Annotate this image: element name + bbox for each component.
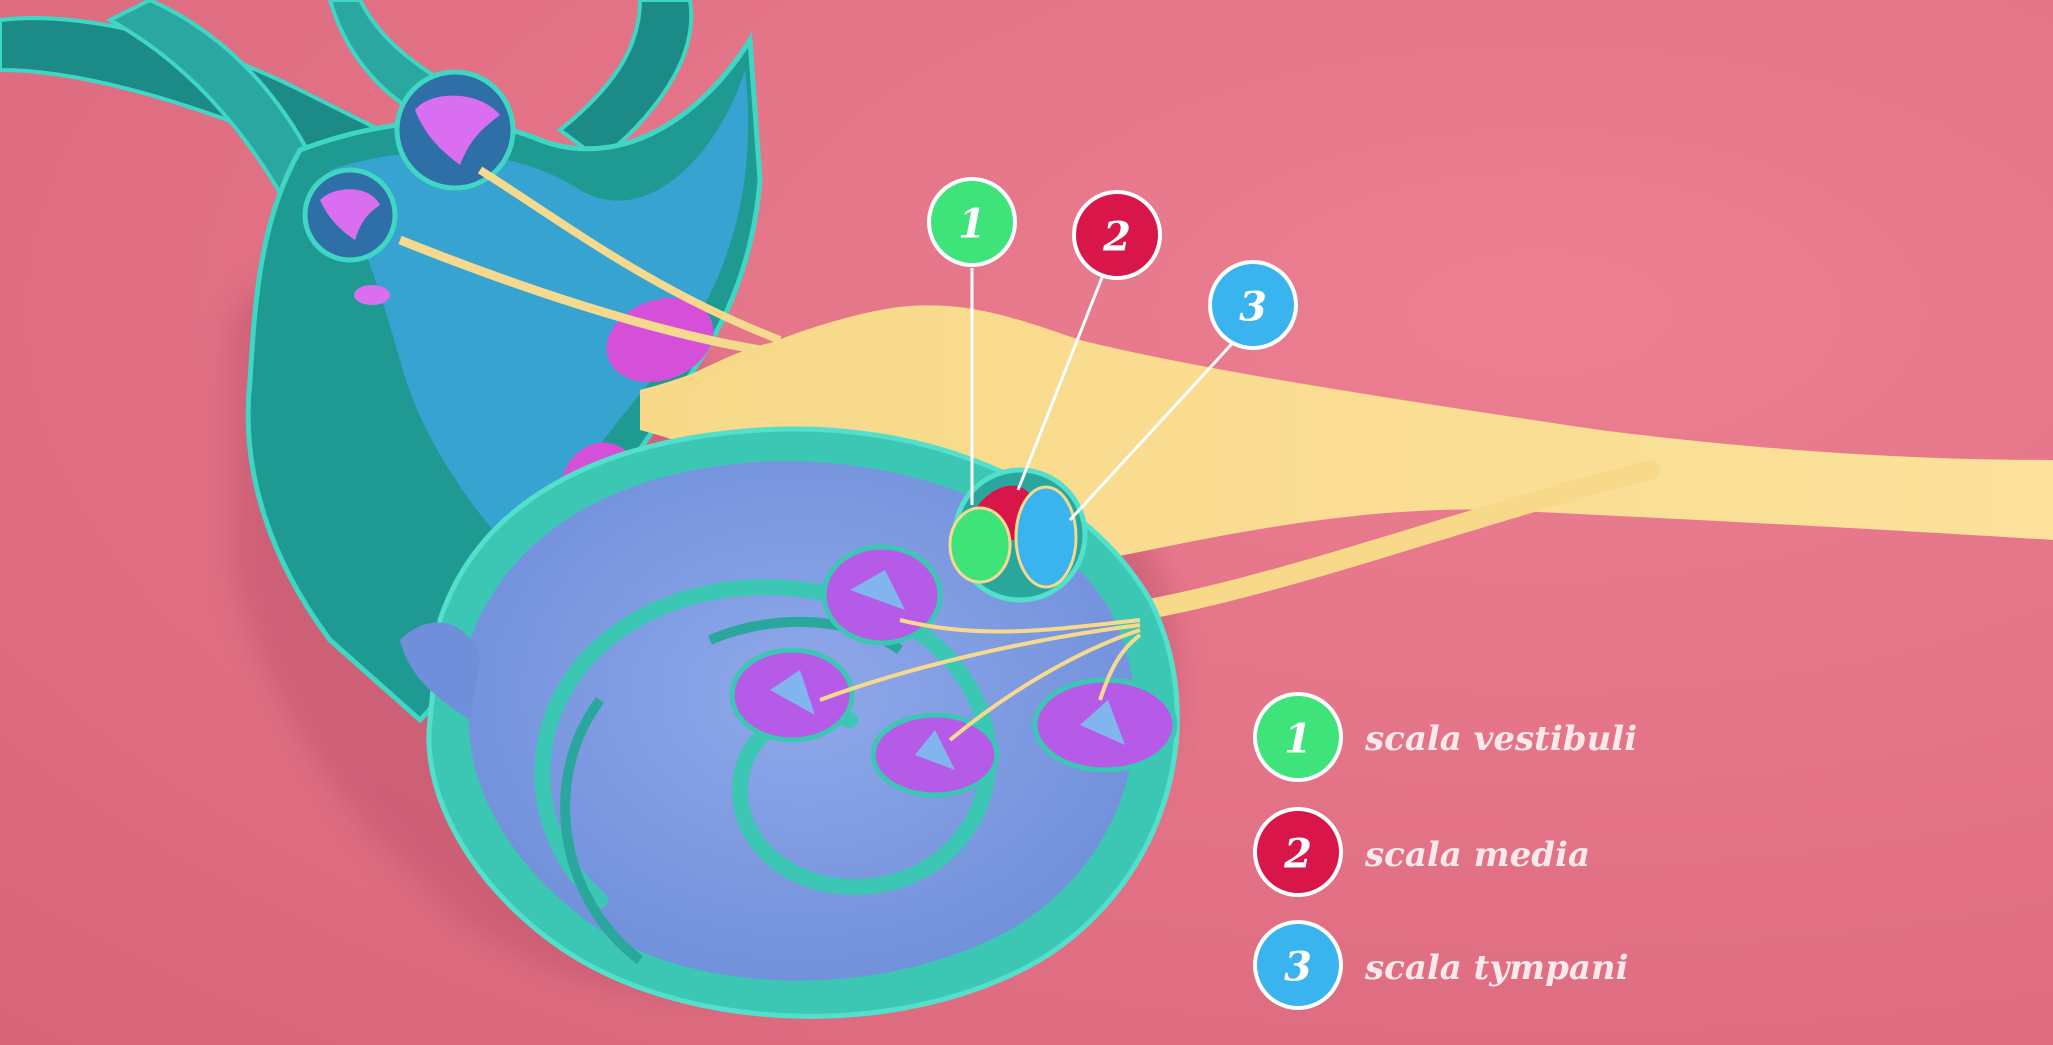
ampulla-lower bbox=[305, 170, 395, 260]
saccule bbox=[354, 285, 390, 305]
legend-1-number: 1 bbox=[1284, 716, 1312, 763]
callout-2-number: 2 bbox=[1102, 214, 1131, 261]
cross-section-1 bbox=[824, 547, 940, 643]
legend-item-scala-vestibuli: 1 scala vestibuli bbox=[1255, 694, 1637, 780]
legend-2-number: 2 bbox=[1283, 831, 1312, 878]
scala-vestibuli-region bbox=[950, 508, 1010, 582]
scala-tympani-region bbox=[1016, 487, 1076, 587]
ampulla-upper bbox=[397, 72, 513, 188]
cross-section-3 bbox=[873, 715, 997, 795]
legend-3-label: scala tympani bbox=[1364, 948, 1629, 988]
legend-1-label: scala vestibuli bbox=[1364, 719, 1637, 759]
callout-3-number: 3 bbox=[1239, 284, 1267, 331]
callout-1-number: 1 bbox=[958, 201, 986, 248]
cross-section-4 bbox=[1035, 680, 1175, 770]
legend-3-number: 3 bbox=[1284, 944, 1312, 991]
callout-1: 1 bbox=[929, 179, 1015, 265]
legend-item-scala-tympani: 3 scala tympani bbox=[1255, 922, 1629, 1008]
legend-2-label: scala media bbox=[1364, 835, 1590, 875]
callout-2: 2 bbox=[1074, 192, 1160, 278]
legend: 1 scala vestibuli 2 scala media 3 scala … bbox=[1255, 694, 1637, 1008]
callout-3: 3 bbox=[1210, 262, 1296, 348]
legend-item-scala-media: 2 scala media bbox=[1255, 809, 1590, 895]
